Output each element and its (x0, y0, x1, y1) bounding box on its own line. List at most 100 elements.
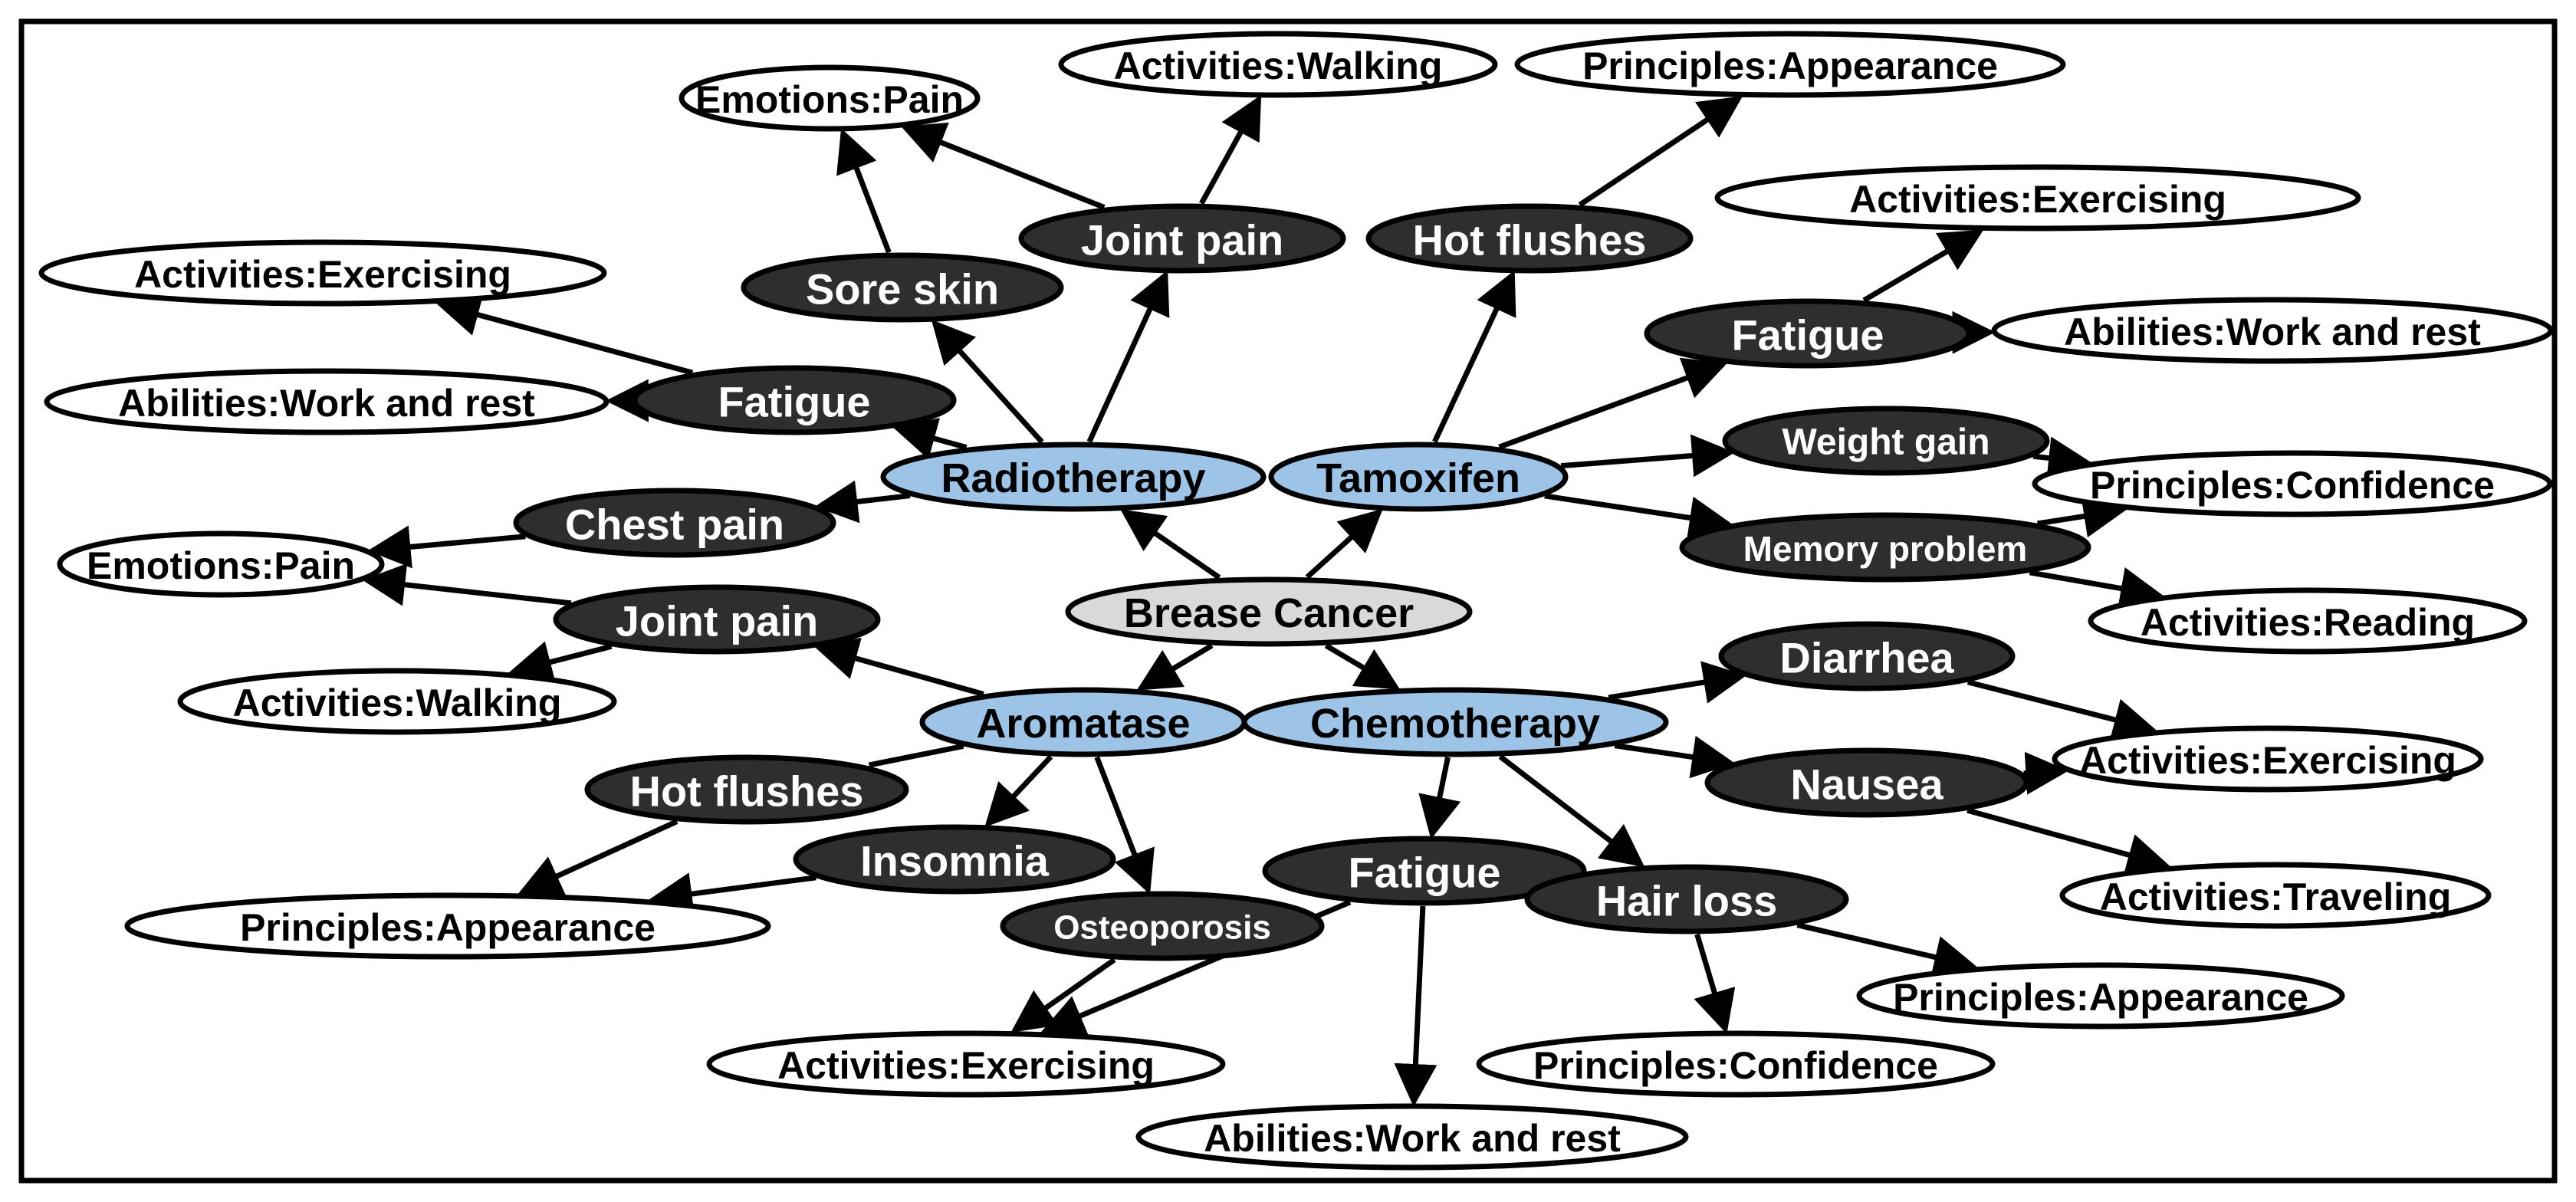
category-node-abilities-work-and-rest: Abilities:Work and rest (44, 368, 610, 435)
edge-rad-chest-pain-to-aro-emotions-pain (367, 525, 526, 569)
node-label: Osteoporosis (1053, 909, 1271, 947)
node-ellipse (1524, 864, 1849, 934)
node-label: Sore skin (806, 265, 999, 314)
category-node-abilities-work-and-rest: Abilities:Work and rest (1991, 297, 2554, 364)
side-effect-node-hot-flushes: Hot flushes (584, 754, 909, 825)
node-label: Activities:Walking (233, 681, 562, 724)
node-ellipse (1365, 203, 1694, 274)
node-ellipse (1241, 687, 1669, 757)
node-label: Principles:Confidence (1533, 1044, 1938, 1087)
side-effect-node-hot-flushes: Hot flushes (1365, 203, 1694, 274)
node-ellipse (1018, 203, 1346, 274)
node-ellipse (513, 488, 836, 558)
edge-radiotherapy-to-rad-joint-pain (1086, 270, 1170, 443)
node-label: Nausea (1790, 760, 1944, 809)
side-effect-node-hair-loss: Hair loss (1524, 864, 1849, 934)
side-effect-node-joint-pain: Joint pain (1018, 203, 1346, 274)
node-label: Activities:Exercising (777, 1044, 1155, 1087)
node-ellipse (632, 365, 957, 435)
edge-tam-hot-flushes-to-tam-principles-appearance (1578, 96, 1743, 208)
edge-aromatase-to-aro-hot-flushes (868, 743, 964, 768)
node-ellipse (57, 530, 385, 598)
node-ellipse (1000, 891, 1325, 961)
edge-rad-sore-skin-to-rad-emotions-pain (836, 128, 892, 254)
edge-tamoxifen-to-tam-memory (1544, 493, 1733, 540)
side-effect-node-osteoporosis: Osteoporosis (1000, 891, 1325, 961)
edge-tam-memory-to-tam-activities-reading (2029, 567, 2164, 610)
side-effect-node-fatigue: Fatigue (1262, 836, 1587, 906)
category-node-activities-walking: Activities:Walking (177, 668, 617, 735)
node-label: Hot flushes (1413, 216, 1647, 264)
node-ellipse (2088, 587, 2528, 655)
edge-root-to-radiotherapy (1120, 509, 1221, 580)
node-ellipse (553, 584, 881, 655)
edge-root-to-aromatase (1136, 643, 1214, 691)
node-ellipse (1065, 576, 1473, 647)
edge-aro-insomnia-to-aro-principles-appearance (649, 872, 816, 915)
category-node-activities-exercising: Activities:Exercising (2052, 725, 2484, 793)
category-node-activities-exercising: Activities:Exercising (1714, 164, 2361, 232)
node-label: Aromatase (976, 701, 1190, 747)
edge-root-to-tamoxifen (1305, 508, 1383, 580)
edge-chemotherapy-to-che-fatigue (1418, 757, 1461, 839)
node-ellipse (2052, 725, 2484, 793)
side-effect-node-chest-pain: Chest pain (513, 488, 836, 558)
category-node-activities-traveling: Activities:Traveling (2059, 862, 2492, 929)
node-ellipse (1644, 298, 1972, 369)
node-label: Chest pain (565, 501, 784, 549)
edge-radiotherapy-to-rad-fatigue (892, 418, 968, 460)
node-label: Hair loss (1596, 877, 1778, 925)
node-label: Fatigue (1348, 849, 1500, 897)
edge-tam-memory-to-tam-principles-confidence (2037, 494, 2127, 538)
node-ellipse (1476, 1030, 1996, 1098)
node-label: Joint pain (1081, 216, 1283, 264)
node-ellipse (124, 892, 771, 960)
edge-aro-hot-flushes-to-aro-principles-appearance (518, 819, 678, 896)
edge-rad-joint-pain-to-rad-emotions-pain (901, 122, 1106, 210)
side-effect-node-diarrhea: Diarrhea (1718, 621, 2016, 691)
node-label: Activities:Traveling (2100, 875, 2452, 918)
node-ellipse (1262, 836, 1587, 906)
edge-rad-fatigue-to-rad-activities-exercising (436, 294, 694, 376)
side-effect-node-weight-gain: Weight gain (1722, 406, 2050, 476)
node-ellipse (1514, 31, 2066, 98)
edge-che-hair-loss-to-che-principles-confidence (1694, 933, 1736, 1034)
node-label: Joint pain (616, 597, 818, 645)
node-ellipse (1991, 297, 2554, 364)
node-ellipse (741, 252, 1064, 323)
category-node-activities-reading: Activities:Reading (2088, 587, 2528, 655)
treatment-node-radiotherapy: Radiotherapy (880, 442, 1267, 512)
node-label: Weight gain (1782, 422, 1990, 463)
node-ellipse (793, 824, 1116, 895)
side-effect-node-memory-problem: Memory problem (1679, 512, 2091, 583)
node-label: Hot flushes (630, 767, 864, 816)
edge-tam-weight-gain-to-tam-principles-confidence (2032, 436, 2092, 480)
node-label: Activities:Exercising (2079, 739, 2456, 782)
edge-aro-joint-pain-to-aro-activities-walking (508, 641, 613, 683)
category-node-principles-appearance: Principles:Appearance (1514, 31, 2066, 98)
edge-che-diarrhea-to-che-activities-exercising (1967, 679, 2157, 741)
edge-aromatase-to-aro-insomnia (984, 754, 1053, 828)
node-label: Abilities:Work and rest (1204, 1117, 1621, 1160)
node-ellipse (584, 754, 909, 825)
node-ellipse (1714, 164, 2361, 232)
side-effect-node-fatigue: Fatigue (1644, 298, 1972, 369)
treatment-node-tamoxifen: Tamoxifen (1268, 442, 1569, 512)
edge-chemotherapy-to-che-diarrhea (1608, 661, 1746, 704)
edge-radiotherapy-to-rad-sore-skin (931, 319, 1044, 444)
node-label: Tamoxifen (1316, 455, 1520, 501)
node-ellipse (1704, 747, 2029, 818)
node-label: Principles:Appearance (240, 906, 656, 949)
node-ellipse (1856, 962, 2345, 1030)
node-label: Emotions:Pain (87, 544, 355, 587)
node-label: Emotions:Pain (695, 78, 964, 121)
node-label: Principles:Appearance (1893, 976, 2308, 1019)
edge-root-to-chemotherapy (1324, 643, 1401, 690)
edge-radiotherapy-to-rad-chest-pain (814, 480, 911, 524)
edge-tamoxifen-to-tam-hot-flushes (1432, 270, 1516, 443)
node-label: Abilities:Work and rest (2064, 310, 2481, 353)
node-label: Activities:Exercising (1849, 178, 2226, 221)
node-ellipse (44, 368, 610, 435)
node-label: Activities:Walking (1114, 44, 1443, 87)
category-node-activities-exercising: Activities:Exercising (706, 1030, 1226, 1098)
